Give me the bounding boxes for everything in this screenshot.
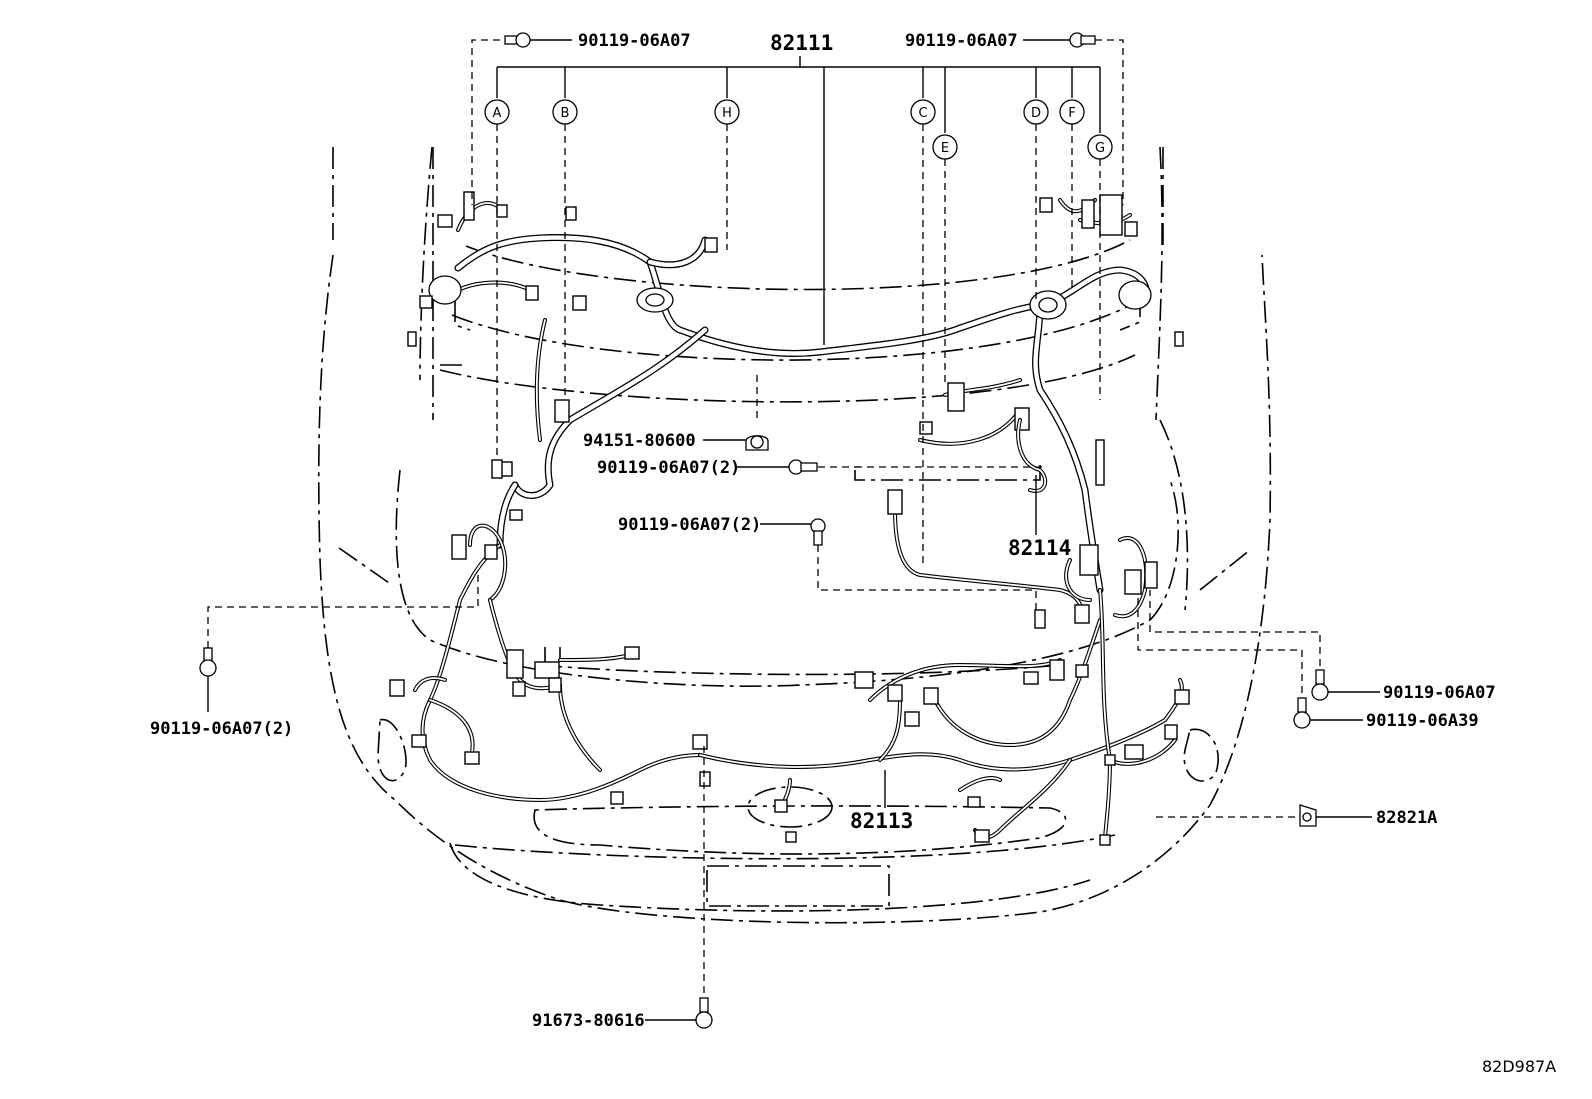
branch-D-marker: D bbox=[1023, 99, 1049, 125]
svg-text:D: D bbox=[1031, 106, 1041, 121]
clip-82821A-icon bbox=[1299, 804, 1317, 827]
label-bolt-right-2: 90119-06A39 bbox=[1366, 711, 1479, 731]
label-bolt-left: 90119-06A07(2) bbox=[150, 719, 293, 739]
label-clip: 82821A bbox=[1376, 808, 1437, 828]
bolt-top-right-icon bbox=[1069, 32, 1096, 48]
label-sub-harness: 82114 bbox=[1008, 536, 1071, 560]
label-bolt-center-1: 90119-06A07(2) bbox=[597, 458, 740, 478]
bolt-top-left-icon bbox=[504, 32, 531, 48]
branch-G-marker: G bbox=[1087, 134, 1113, 160]
bolt-left-icon bbox=[199, 647, 217, 712]
part-labels: 82111 90119-06A07 90119-06A07 94151-8060… bbox=[150, 31, 1556, 1076]
label-bolt-center-2: 90119-06A07(2) bbox=[618, 515, 761, 535]
label-bolt-top-right: 90119-06A07 bbox=[905, 31, 1018, 51]
branch-C-marker: C bbox=[910, 99, 936, 125]
label-front-harness: 82113 bbox=[850, 809, 913, 833]
bolt-right-1-icon bbox=[1311, 669, 1329, 701]
bolt-right-2-icon bbox=[1293, 697, 1311, 729]
sub-harness-82114[interactable] bbox=[887, 418, 1084, 629]
label-bolt-right-1: 90119-06A07 bbox=[1383, 683, 1496, 703]
branch-E-marker: E bbox=[932, 134, 958, 160]
branch-A-marker: A bbox=[484, 99, 510, 125]
svg-text:C: C bbox=[918, 106, 927, 121]
bolt-center-1-icon bbox=[788, 459, 818, 475]
svg-text:H: H bbox=[722, 106, 732, 121]
svg-text:F: F bbox=[1068, 106, 1075, 121]
diagram-reference: 82D987A bbox=[1482, 1057, 1556, 1076]
branch-F-marker: F bbox=[1059, 99, 1085, 125]
svg-text:G: G bbox=[1095, 141, 1105, 156]
svg-text:A: A bbox=[493, 106, 502, 121]
front-harness-82113[interactable] bbox=[389, 523, 1190, 846]
label-bolt-top-left: 90119-06A07 bbox=[578, 31, 691, 51]
branch-callouts: A B H C E D F G bbox=[484, 56, 1113, 565]
label-bolt-bottom: 91673-80616 bbox=[532, 1011, 645, 1031]
fastener-glyphs bbox=[199, 32, 1329, 1029]
label-clamp-center: 94151-80600 bbox=[583, 431, 696, 451]
svg-text:B: B bbox=[561, 106, 570, 121]
clamp-center-icon bbox=[745, 435, 769, 451]
label-main-harness: 82111 bbox=[770, 31, 833, 55]
bolt-bottom-icon bbox=[695, 997, 713, 1029]
label-leaders bbox=[530, 39, 1380, 1021]
fastener-leaders bbox=[207, 39, 1321, 1005]
branch-H-marker: H bbox=[714, 99, 740, 125]
svg-text:E: E bbox=[941, 141, 949, 156]
main-harness-82111[interactable] bbox=[407, 191, 1184, 594]
bolt-center-2-icon bbox=[810, 518, 826, 546]
branch-B-marker: B bbox=[552, 99, 578, 125]
